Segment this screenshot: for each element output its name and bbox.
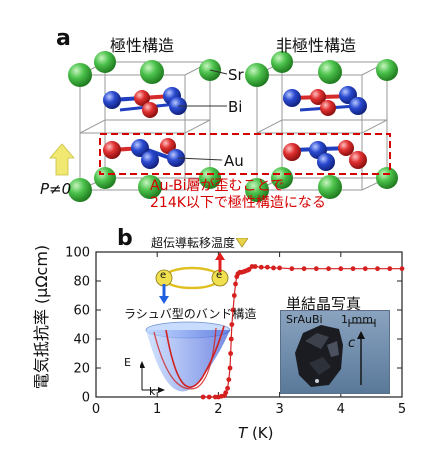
x-axis-title-symbol: T	[238, 424, 248, 442]
x-tick-label: 5	[398, 402, 406, 417]
lower-layer-right	[283, 140, 367, 171]
bi-label: Bi	[228, 98, 243, 116]
crystal-photo	[280, 310, 390, 394]
resistivity-point	[200, 394, 206, 400]
cooper-pair-illustration	[155, 252, 229, 304]
y-tick-label: 40	[73, 333, 90, 348]
resistivity-point	[387, 266, 393, 272]
photo-scale-label: 1 mm	[341, 313, 373, 326]
resistivity-point	[338, 266, 344, 272]
x-tick-label: 1	[153, 402, 161, 417]
au-bi-layer-highlight	[99, 133, 391, 175]
resistivity-point	[362, 266, 368, 272]
resistivity-point	[233, 281, 238, 287]
resistivity-chart: 0 1 2 3 4 5 0 20 40 60 80 100	[65, 246, 406, 418]
au-leader-line	[177, 157, 223, 161]
band-structure-label: ラシュバ型のバンド構造	[124, 307, 257, 321]
crystal-structure-figure	[49, 51, 398, 202]
x-tick-label: 2	[214, 402, 222, 417]
resistivity-point	[301, 266, 307, 272]
resistivity-point	[289, 266, 295, 272]
x-axis-title: T (K)	[238, 424, 274, 442]
tc-label: 超伝導転移温度	[151, 236, 236, 250]
resistivity-point	[252, 264, 258, 269]
polarization-label: P≠0	[40, 180, 72, 198]
resistivity-point	[227, 365, 233, 371]
resistivity-point	[229, 322, 235, 327]
sr-leader-line	[209, 69, 228, 75]
band-k-label: k	[149, 385, 156, 398]
panel-b-label: b	[117, 226, 133, 251]
polarization-arrow	[49, 143, 75, 176]
nonpolar-structure-title: 非極性構造	[276, 36, 357, 55]
resistivity-point	[399, 266, 405, 272]
y-tick-label: 100	[65, 246, 90, 261]
rashba-band-diagram	[140, 321, 231, 393]
resistivity-data-points	[200, 264, 405, 400]
resistivity-point	[246, 267, 252, 272]
photo-axis-label: c	[348, 336, 356, 351]
x-tick-label: 3	[275, 402, 283, 417]
x-axis-title-unit: (K)	[251, 424, 274, 442]
photo-title: 単結晶写真	[286, 295, 362, 313]
crystal-image	[295, 319, 376, 387]
upper-layer-left	[103, 87, 187, 118]
resistivity-point	[225, 385, 230, 391]
tc-marker-icon	[236, 238, 248, 248]
y-tick-label: 60	[73, 304, 90, 319]
resistivity-point	[226, 377, 232, 382]
upper-layer-right	[283, 86, 367, 116]
chart-axes: 0 1 2 3 4 5 0 20 40 60 80 100	[65, 246, 406, 418]
distortion-note-line2: 214K以下で極性構造になる	[150, 195, 326, 211]
resistivity-point	[350, 266, 356, 272]
au-label: Au	[224, 152, 244, 170]
y-tick-label: 80	[73, 275, 90, 290]
resistivity-point	[313, 266, 319, 272]
resistivity-point	[271, 265, 276, 271]
photo-sample-label: SrAuBi	[286, 313, 323, 326]
y-axis-title: 電気抵抗率 (μΩcm)	[32, 244, 51, 390]
resistivity-point	[230, 307, 236, 313]
resistivity-point	[258, 264, 264, 270]
resistivity-point	[277, 265, 282, 271]
resistivity-point	[264, 264, 270, 270]
distortion-note: Au-Bi層が歪むことで 214K以下で極性構造になる	[150, 178, 326, 212]
resistivity-point	[223, 390, 229, 396]
electron-right-label: e	[216, 270, 223, 281]
band-e-label: E	[124, 356, 131, 369]
resistivity-point	[375, 266, 380, 272]
panel-a-label: a	[56, 26, 71, 51]
sr-label: Sr	[228, 66, 244, 84]
sr-atoms-right	[245, 51, 398, 202]
electron-left-label: e	[160, 270, 167, 281]
x-tick-label: 0	[92, 402, 100, 417]
lower-layer-left	[103, 138, 185, 169]
distortion-note-line1: Au-Bi層が歪むことで	[150, 178, 285, 194]
x-tick-label: 4	[337, 402, 345, 417]
resistivity-point	[326, 266, 331, 272]
resistivity-point	[206, 394, 212, 400]
resistivity-point	[228, 351, 234, 356]
y-tick-label: 0	[82, 391, 90, 406]
plot-frame	[95, 251, 403, 398]
polar-structure-title: 極性構造	[110, 36, 175, 55]
resistivity-point	[231, 293, 237, 298]
resistivity-point	[228, 336, 234, 342]
y-tick-label: 20	[73, 362, 90, 377]
